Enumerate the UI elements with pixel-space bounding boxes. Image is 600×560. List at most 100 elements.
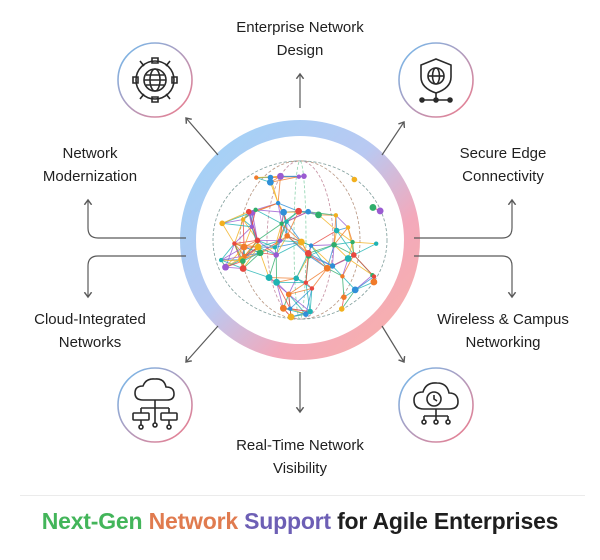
globe-link (259, 252, 270, 278)
globe-link (242, 219, 245, 248)
headline-part-network: Network (148, 508, 239, 534)
shield-globe-network-icon (419, 58, 453, 103)
node-top-right (398, 42, 474, 118)
globe-node (344, 255, 352, 262)
cloud-clock-network-icon (413, 382, 459, 425)
globe-node (279, 221, 284, 226)
globe-node (303, 280, 309, 285)
globe-link (277, 202, 283, 224)
globe-link (342, 254, 355, 277)
globe-link (274, 241, 302, 248)
globe-node (297, 238, 305, 246)
globe-link (270, 176, 299, 183)
label-wireless-campus-networking: Wireless & Campus Networking (437, 311, 569, 351)
globe-node (333, 227, 340, 234)
globe-node (256, 249, 264, 257)
globe-node (265, 274, 273, 281)
globe-node (285, 291, 292, 298)
label-cloud-integrated-networks: Cloud-Integrated Networks (34, 311, 146, 351)
label-enterprise-network-design: Enterprise Network Design (236, 19, 364, 59)
globe-node (370, 278, 378, 286)
globe-node (369, 204, 377, 211)
globe-node (266, 178, 274, 186)
globe-link (255, 209, 282, 225)
globe-link (257, 239, 276, 248)
globe-link (290, 308, 311, 312)
globe-link (289, 288, 313, 310)
globe-node (301, 173, 307, 179)
globe-node (303, 311, 309, 318)
globe-link (347, 258, 373, 276)
globe-link (333, 244, 355, 256)
globe-node (277, 238, 283, 243)
globe-link (257, 239, 277, 256)
globe-link (311, 244, 335, 247)
globe-link (334, 241, 353, 246)
globe-node (284, 233, 290, 239)
globe-link (333, 227, 349, 246)
globe-link (277, 202, 299, 212)
globe-link (274, 223, 283, 248)
globe-link (242, 246, 259, 262)
globe-node (350, 239, 355, 245)
network-globe-icon (212, 160, 388, 321)
headline-part-next-gen: Next-Gen (41, 508, 143, 534)
arrow-top-right (381, 122, 404, 156)
globe-node (376, 207, 384, 215)
globe-node (333, 213, 339, 218)
globe-link (279, 223, 283, 241)
settings-globe-icon (132, 57, 178, 103)
arrow-left-upper (88, 200, 186, 239)
globe-node (345, 225, 351, 230)
globe-node (239, 265, 247, 272)
globe-link (222, 222, 252, 228)
globe-meridian (239, 160, 361, 320)
server-network-cloud-icon (132, 378, 178, 430)
globe-node (254, 243, 262, 251)
globe-link (309, 288, 313, 312)
globe-node (315, 211, 322, 219)
globe-node (242, 253, 247, 259)
globe-link (279, 240, 302, 243)
arrow-top-left (186, 118, 219, 156)
globe-link (222, 219, 244, 224)
globe-link (255, 209, 284, 213)
globe-node (240, 258, 246, 264)
globe-link (288, 288, 313, 295)
globe-node (272, 245, 278, 250)
globe-link (234, 226, 253, 244)
globe-link (326, 244, 335, 269)
globe-link (288, 294, 292, 317)
globe-link (353, 243, 377, 256)
globe-link (347, 227, 353, 243)
globe-link (341, 276, 345, 298)
globe-node (371, 274, 377, 279)
arrow-bottom-left (186, 325, 219, 362)
globe-link (286, 211, 300, 237)
globe-link (220, 243, 235, 261)
headline-part-rest: for Agile Enterprises (337, 508, 559, 534)
globe-link (283, 212, 288, 236)
arrow-left-lower (88, 255, 186, 297)
footer-divider (20, 495, 585, 496)
globe-meridian (212, 160, 388, 320)
globe-node (309, 286, 315, 291)
center-ring (180, 120, 420, 360)
globe-node (338, 306, 345, 312)
globe-link (281, 223, 302, 243)
globe-link (311, 267, 328, 289)
node-bottom-left (117, 367, 193, 443)
globe-link (305, 267, 328, 284)
globe-link (310, 230, 337, 247)
globe-link (234, 219, 244, 244)
globe-node (341, 294, 347, 300)
globe-link (318, 214, 337, 231)
connector-arrows (88, 74, 512, 412)
globe-node (293, 275, 300, 282)
globe-node (218, 257, 224, 263)
globe-node (308, 243, 314, 248)
label-realtime-network-visibility: Real-Time Network Visibility (236, 437, 364, 477)
globe-node (280, 208, 287, 216)
globe-node (351, 176, 358, 183)
headline-part-support: Support (244, 508, 331, 534)
